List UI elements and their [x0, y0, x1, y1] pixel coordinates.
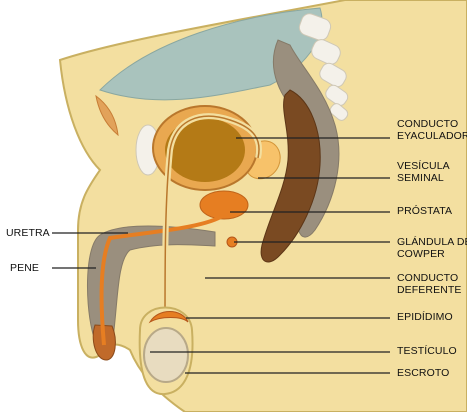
label-vesicula-seminal: VESÍCULA SEMINAL	[397, 160, 450, 184]
label-conducto-eyaculador: CONDUCTO EYACULADOR	[397, 118, 467, 142]
prostate	[200, 191, 248, 219]
label-pene: PENE	[10, 262, 39, 274]
testicle	[144, 328, 188, 382]
label-conducto-deferente: CONDUCTO DEFERENTE	[397, 272, 462, 296]
label-glandula-cowper: GLÁNDULA DE COWPER	[397, 236, 467, 260]
label-uretra: URETRA	[6, 227, 50, 239]
label-prostata: PRÓSTATA	[397, 205, 452, 217]
label-testiculo: TESTÍCULO	[397, 345, 457, 357]
label-epididimo: EPIDÍDIMO	[397, 311, 453, 323]
label-escroto: ESCROTO	[397, 367, 449, 379]
